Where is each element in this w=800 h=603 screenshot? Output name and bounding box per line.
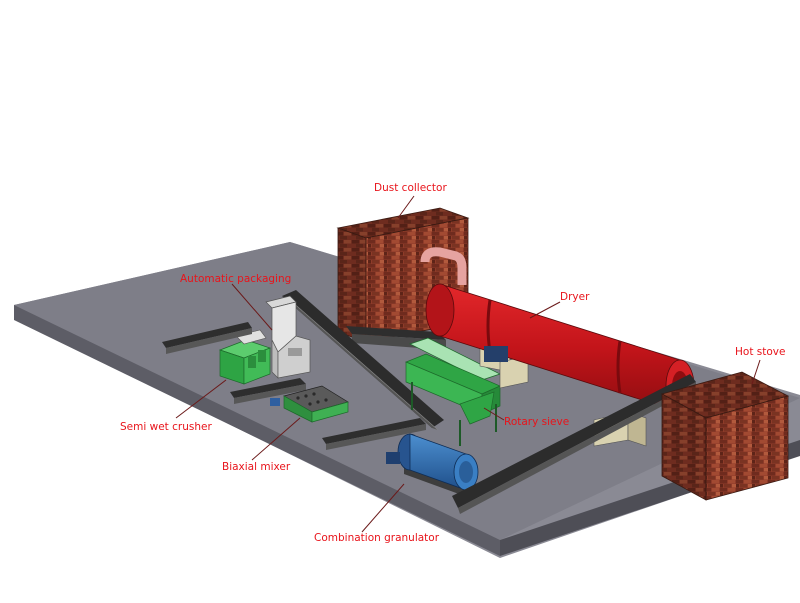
- label-dryer: Dryer: [560, 291, 590, 303]
- leader-rotary-sieve: [483, 407, 505, 421]
- leader-combination-granulator: [361, 483, 405, 533]
- label-rotary-sieve: Rotary sieve: [504, 416, 570, 428]
- conveyor-mixer-granulator: [322, 418, 426, 450]
- leader-hot-stove: [751, 359, 761, 385]
- semi-wet-crusher-machine: [218, 329, 272, 385]
- label-semi-wet-crusher: Semi wet crusher: [120, 421, 212, 433]
- leader-automatic-packaging: [231, 283, 273, 331]
- label-combination-granulator: Combination granulator: [314, 532, 440, 544]
- conveyor-left-lower: [230, 378, 306, 404]
- combination-granulator-machine: [386, 433, 479, 498]
- conveyor-packaging: [282, 290, 444, 431]
- leader-dryer: [529, 301, 561, 319]
- label-hot-stove: Hot stove: [735, 346, 786, 358]
- automatic-packaging-machine: [265, 295, 311, 379]
- conveyor-left-upper: [162, 322, 252, 354]
- label-biaxial-mixer: Biaxial mixer: [222, 461, 291, 473]
- biaxial-mixer-machine: [270, 385, 349, 423]
- hot-stove: [660, 371, 790, 501]
- leader-semi-wet-crusher: [175, 379, 227, 419]
- label-automatic-packaging: Automatic packaging: [180, 273, 292, 285]
- label-dust-collector: Dust collector: [374, 182, 447, 194]
- leader-dust-collector: [397, 195, 415, 219]
- conveyor-main: [452, 374, 696, 514]
- leader-biaxial-mixer: [251, 417, 301, 461]
- leader-lines: [175, 195, 761, 533]
